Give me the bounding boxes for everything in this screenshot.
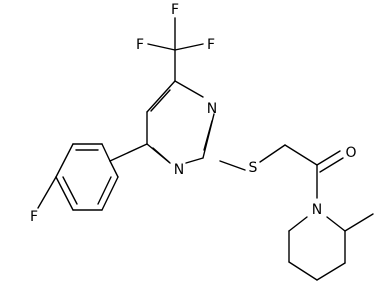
atom-label-fluorine-left: F: [136, 37, 144, 53]
atom-label-oxygen: O: [345, 145, 356, 161]
side-chain-bonds: [219, 144, 374, 281]
atom-label-pyrimidine-nitrogen-top: N: [207, 101, 217, 117]
atom-label-fluorine-top: F: [171, 2, 179, 18]
atom-label-fluorine-right: F: [207, 37, 215, 53]
atom-label-piperidine-nitrogen: N: [312, 202, 322, 218]
trifluoromethyl-bonds: [147, 17, 204, 82]
pyrimidine-ring-bonds: [146, 80, 215, 164]
fluorophenyl-bonds: [37, 143, 148, 211]
atom-label-pyrimidine-nitrogen-bottom: N: [174, 162, 184, 178]
atom-label-sulfur: S: [249, 160, 258, 176]
atom-label-fluorine-phenyl: F: [30, 209, 38, 225]
